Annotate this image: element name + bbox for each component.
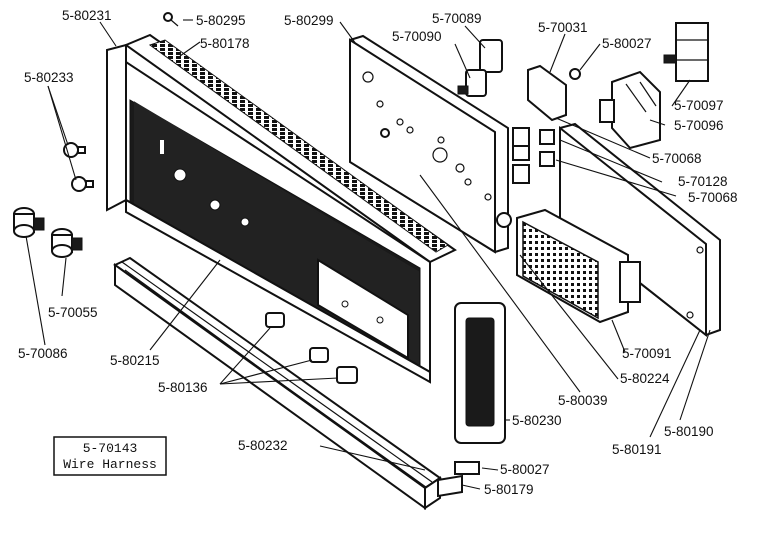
leader-lines [25,19,711,490]
panel-hole-1 [173,168,187,182]
label-5-70091: 5-70091 [622,346,672,361]
speaker-5-70091 [516,208,641,324]
harness-caption: Wire Harness [63,457,157,472]
label-5-70096: 5-70096 [674,118,724,133]
transformer-5-70097 [663,22,709,82]
label-5-80231: 5-80231 [62,8,112,23]
potentiometer-5-70089 [457,39,503,97]
label-5-70090: 5-70090 [392,29,442,44]
label-5-70068-b: 5-70068 [688,190,738,205]
knob-5-70086 [13,207,45,238]
meter-window [317,258,409,360]
label-5-80027-bottom: 5-80027 [500,462,550,477]
part-labels: 5-80231 5-80295 5-80178 5-80299 5-70089 … [18,8,738,497]
screw-5-80295 [163,12,179,27]
front-panel [106,33,457,384]
knob-5-70055 [51,228,83,258]
label-5-80178: 5-80178 [200,36,250,51]
label-5-80295: 5-80295 [196,13,246,28]
label-5-70128: 5-70128 [678,174,728,189]
label-5-70031: 5-70031 [538,20,588,35]
panel-slot [160,140,164,154]
label-5-80136: 5-80136 [158,380,208,395]
screw-5-80233-lower [71,176,94,192]
panel-hole-5 [376,316,384,324]
label-5-80224: 5-80224 [620,371,670,386]
label-5-80232: 5-80232 [238,438,288,453]
label-5-70089: 5-70089 [432,11,482,26]
clip-5-80179 [437,474,463,498]
label-5-70055: 5-70055 [48,305,98,320]
switch-5-70031 [512,64,581,184]
label-5-80230: 5-80230 [512,413,562,428]
panel-hole-2 [209,199,221,211]
label-5-80027-top: 5-80027 [602,36,652,51]
label-5-70097: 5-70097 [674,98,724,113]
screw-5-80233-upper [63,142,86,158]
label-5-80215: 5-80215 [110,353,160,368]
harness-part-number: 5-70143 [83,441,138,456]
bottom-trim-rail [113,256,442,510]
label-5-70086: 5-70086 [18,346,68,361]
label-5-80299: 5-80299 [284,13,334,28]
screw-5-80027-bottom [454,461,480,475]
panel-hole-3 [240,217,250,227]
label-5-80190: 5-80190 [664,424,714,439]
label-5-80233: 5-80233 [24,70,74,85]
button-cap-2 [309,347,329,363]
transformer-5-70096 [599,70,661,150]
label-5-80191: 5-80191 [612,442,662,457]
chassis-plate [349,34,512,254]
label-5-70068-a: 5-70068 [652,151,702,166]
button-cap-1 [265,312,285,328]
panel-hole-4 [341,300,349,308]
meter-5-80230 [454,302,506,444]
button-cap-3 [336,366,358,384]
wire-harness-box: 5-70143 Wire Harness [53,436,167,476]
label-5-80039: 5-80039 [558,393,608,408]
top-bezel-ribbing [148,39,449,253]
label-5-80179: 5-80179 [484,482,534,497]
